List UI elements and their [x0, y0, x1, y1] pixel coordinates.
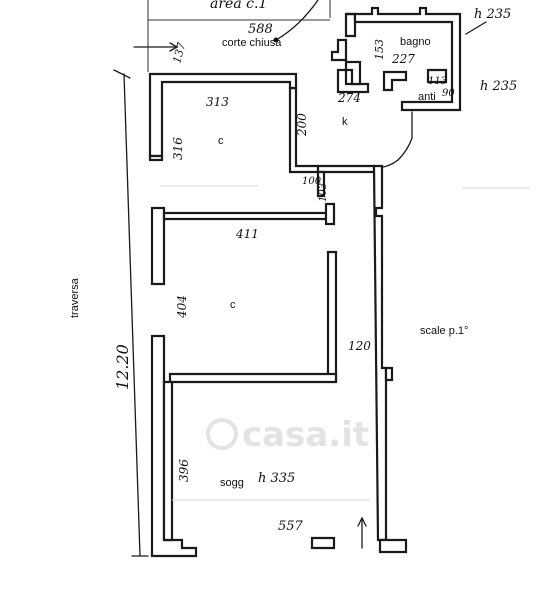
service-block-walls	[330, 6, 462, 112]
dim-90: 90	[442, 88, 455, 99]
dim-396: 396	[177, 459, 191, 482]
dim-100: 100	[302, 176, 322, 187]
traversa-label: traversa	[69, 277, 81, 318]
room-1-label: c	[218, 135, 224, 147]
bath-height-2: h 235	[480, 79, 517, 94]
dim-courtyard: 588	[248, 22, 273, 37]
watermark-text: casa.it	[242, 415, 369, 455]
bath-leader	[465, 21, 487, 35]
living-walls	[150, 334, 408, 558]
kitchen-label: k	[342, 116, 348, 128]
leader-dot	[273, 37, 279, 43]
dim-404: 404	[175, 295, 189, 319]
dim-274: 274	[337, 91, 361, 105]
dim-137: 137	[170, 41, 188, 65]
kitchen-walls	[288, 86, 413, 198]
leader-stroke	[275, 0, 319, 41]
dim-153: 153	[373, 39, 386, 60]
dim-113: 113	[428, 76, 447, 87]
entrance-arrows	[133, 42, 367, 549]
stray-marks	[160, 185, 530, 501]
room-2-walls	[150, 202, 338, 384]
courtyard-label: corte chiusa	[222, 37, 282, 49]
anti-label: anti	[418, 91, 436, 103]
length-total: 12.20	[113, 344, 132, 390]
stairs-label: scale p.1°	[420, 325, 468, 337]
watermark: casa.it	[206, 415, 369, 455]
dim-316: 316	[171, 137, 185, 160]
dim-227: 227	[391, 52, 415, 66]
dim-103: 103	[318, 183, 329, 202]
living-height: h 335	[258, 471, 295, 486]
upper-area-outline	[147, 0, 331, 72]
top-area-label: area c.1	[210, 0, 267, 12]
bath-height-1: h 235	[474, 7, 511, 22]
dim-557: 557	[278, 519, 304, 534]
living-label: sogg	[220, 477, 244, 489]
room-1-walls	[148, 72, 298, 162]
bath-label: bagno	[400, 36, 431, 48]
corridor-wall	[372, 164, 394, 542]
length-dimension	[113, 69, 149, 557]
room-2-label: c	[230, 299, 236, 311]
dim-120: 120	[348, 339, 371, 353]
dim-313: 313	[206, 95, 229, 109]
dim-411: 411	[235, 227, 259, 241]
dim-200: 200	[295, 113, 309, 137]
